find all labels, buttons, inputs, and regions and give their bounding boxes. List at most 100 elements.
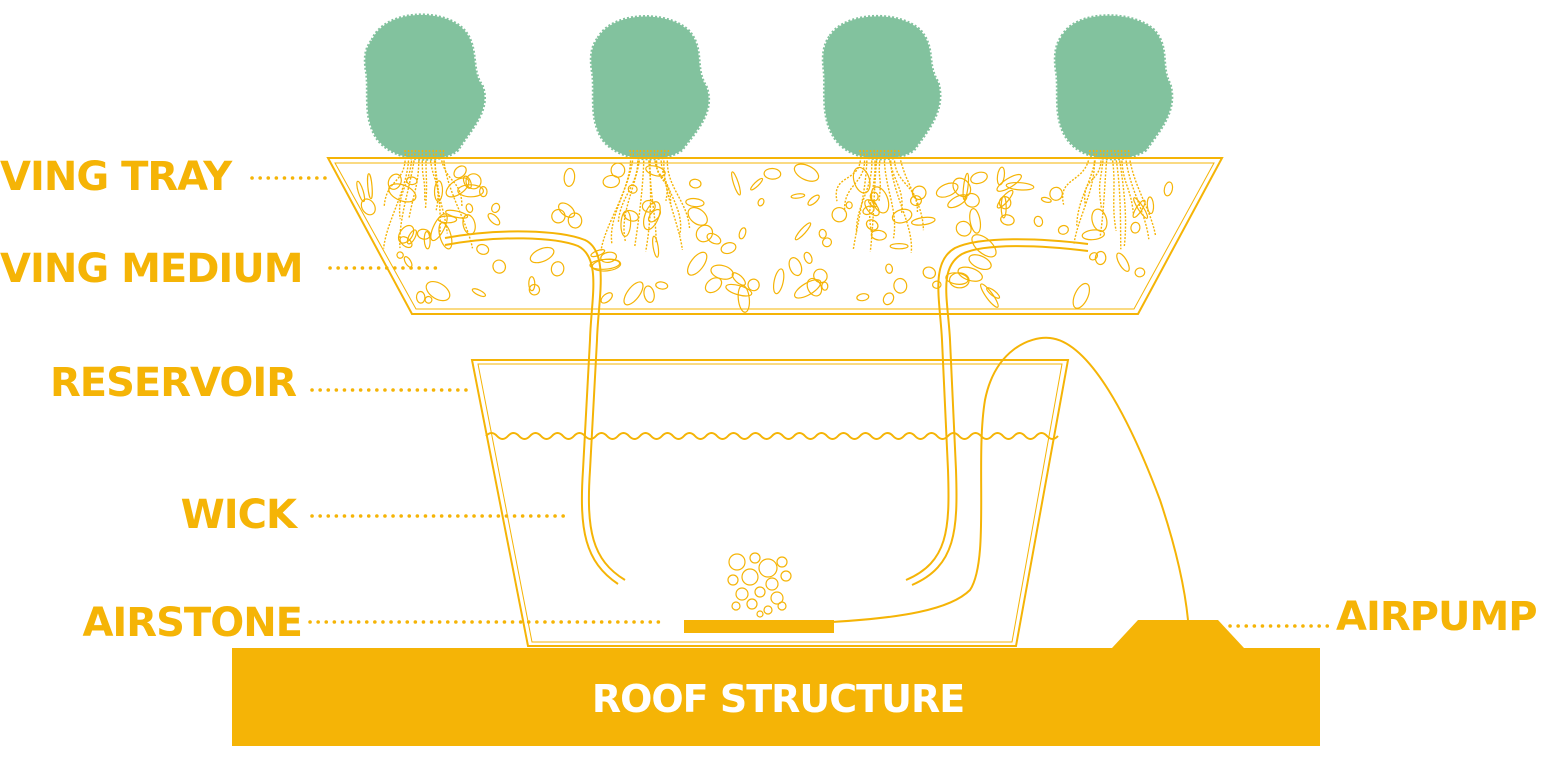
pebble	[803, 251, 813, 265]
pebble	[737, 284, 751, 313]
pebble	[1072, 282, 1091, 309]
wick-left-inner	[444, 237, 619, 585]
pebble	[567, 212, 583, 229]
pebble	[704, 277, 723, 294]
pebble	[476, 243, 490, 255]
pebble	[865, 219, 879, 231]
pebble	[932, 280, 942, 289]
airpump	[1112, 620, 1244, 648]
pebble	[695, 224, 714, 243]
pebble	[971, 234, 997, 258]
pebble	[763, 167, 782, 180]
root	[852, 149, 868, 251]
pebble	[563, 167, 576, 187]
pebble	[471, 288, 487, 298]
label-airpump: AIRPUMP	[1336, 594, 1537, 640]
root	[887, 149, 903, 215]
pebble	[550, 261, 565, 277]
pebble	[356, 180, 366, 203]
root	[399, 149, 417, 249]
root	[1117, 149, 1127, 248]
root	[893, 149, 919, 213]
wick-right-inner	[911, 245, 1089, 586]
pebble	[602, 174, 621, 189]
roof-structure-label: ROOF STRUCTURE	[592, 677, 964, 721]
pebble	[492, 259, 507, 274]
wicks	[444, 230, 1089, 586]
pebble	[366, 173, 373, 200]
pebble	[747, 278, 760, 292]
growing-tray	[326, 157, 1224, 315]
pebble	[423, 231, 431, 250]
pebble	[1000, 214, 1015, 226]
pebble	[558, 202, 576, 219]
pebble	[652, 235, 660, 258]
pebble	[710, 264, 734, 280]
pebble	[1033, 215, 1044, 228]
root	[1098, 149, 1105, 209]
pebble	[689, 178, 702, 189]
pebble	[1163, 181, 1174, 197]
pebble	[645, 165, 666, 177]
leader-lines	[250, 176, 1334, 628]
root	[1110, 149, 1117, 231]
root	[666, 149, 691, 229]
root	[653, 149, 668, 202]
pebble	[462, 175, 472, 189]
root	[655, 149, 672, 205]
pebble	[1081, 229, 1105, 241]
pebble	[868, 199, 878, 208]
pebble	[387, 173, 402, 190]
label-airstone: AIRSTONE	[82, 600, 302, 646]
pebble	[433, 180, 444, 202]
pebble	[406, 229, 418, 245]
pebble	[980, 283, 999, 308]
root	[1113, 149, 1122, 250]
pebble	[750, 177, 764, 191]
pebble	[891, 208, 913, 224]
pebble	[806, 277, 823, 297]
label-growing-medium: VING MEDIUM	[0, 246, 303, 292]
pebble	[996, 166, 1006, 186]
pebble	[996, 189, 1014, 209]
pebble	[852, 166, 871, 194]
pebble	[415, 290, 426, 304]
pebble	[720, 242, 737, 255]
pebble	[643, 285, 655, 304]
root	[382, 149, 410, 249]
root	[623, 149, 642, 242]
plant-4	[1053, 14, 1174, 161]
pebble	[465, 203, 474, 213]
root	[869, 149, 879, 252]
wick-right-outer	[905, 238, 1089, 581]
plants	[363, 13, 1174, 161]
pebble	[1040, 196, 1052, 203]
pebble	[438, 222, 453, 250]
pebble	[870, 229, 887, 241]
pebble	[425, 280, 451, 302]
growing-medium-pebbles	[356, 162, 1174, 313]
label-reservoir: RESERVOIR	[50, 360, 296, 406]
root	[1099, 149, 1109, 238]
root	[408, 149, 420, 219]
root	[633, 149, 645, 248]
pebble	[952, 177, 972, 198]
pebble	[623, 281, 644, 306]
root	[835, 149, 862, 202]
pebble	[889, 242, 909, 250]
pebble	[821, 237, 833, 248]
root	[442, 149, 474, 249]
pebble	[794, 222, 812, 241]
pebble	[397, 224, 415, 244]
root	[1061, 149, 1091, 205]
pebble	[1091, 208, 1108, 232]
pebble	[600, 292, 613, 304]
pebble	[360, 198, 376, 216]
pebble	[445, 209, 469, 219]
pebble	[969, 208, 982, 234]
plant-3	[821, 14, 942, 161]
pebble	[807, 194, 820, 206]
root	[1127, 149, 1157, 237]
pebble	[396, 251, 404, 259]
